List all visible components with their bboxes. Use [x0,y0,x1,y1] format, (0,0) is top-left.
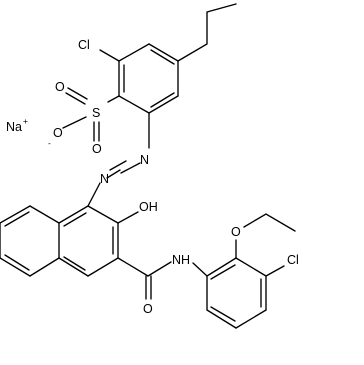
atom-label-amide-nh: NH [172,253,190,267]
bond-c-s [107,95,120,103]
bond-ring3-a [206,257,237,277]
bond-naph-r3 [87,257,119,277]
bond-nh-aryl [192,262,208,277]
atom-label-sodium: Na [6,120,22,134]
bond-c-oh [117,211,139,224]
bond-ring1-d-inner [150,92,175,108]
atom-label-oxygen-upper: O [55,80,65,94]
bond-azo-n2-c [120,162,141,174]
bond-ring1-d [148,95,179,114]
bond-naph-l2-inner [4,211,30,227]
atom-labels: Cl S O O O - Na + N N OH NH O O Cl [6,38,299,316]
atom-label-cl-bottom: Cl [287,253,299,267]
bond-ring1-e [118,95,150,114]
bond-ring3-e [206,309,237,329]
bond-ethoxy-chain [243,213,296,232]
bond-naph-r5 [58,205,89,224]
atom-label-anion-charge: - [48,138,51,148]
bond-s-o-anion [62,116,87,129]
bond-naph-l5 [29,257,60,277]
bond-c-cl-bottom [265,265,285,277]
bond-ring3-d [235,309,267,329]
bond-naph-r4-inner [63,256,86,271]
bond-ethyl [177,3,237,62]
atom-label-sodium-charge: + [23,116,28,126]
bond-naph-l1 [29,205,60,224]
atom-label-amide-o: O [143,302,153,316]
atom-label-azo-n1: N [100,172,109,186]
bond-naph-r4 [58,257,89,277]
bond-s-o-upper-a [67,87,88,100]
atom-label-cl-top: Cl [78,38,90,52]
bond-naph-r1 [87,205,119,224]
bond-ring3-b [235,257,267,277]
atom-label-ether-o: O [231,225,241,239]
bond-ring1-b-inner [150,49,175,65]
atom-label-hydroxyl: OH [139,200,158,214]
bond-c-carbonyl [117,257,149,277]
bond-naph-l2 [0,205,31,224]
atom-label-sulfur: S [92,106,100,120]
bond-azo-double-b [106,169,121,179]
atom-label-oxygen-lower: O [92,142,102,156]
bond-naph-l4-inner [4,254,30,271]
bond-ring1-b [148,43,179,62]
atom-label-oxygen-anion: O [53,126,63,140]
atom-label-azo-n2: N [140,153,149,167]
bond-ring3-e-inner [210,306,236,322]
bond-s-o-upper-b [65,92,86,105]
bond-ring1-a [118,43,150,62]
bond-azo-n1-c [87,182,101,207]
bond-naph-r5-inner [63,212,87,227]
bond-naph-l4 [0,257,31,277]
bond-ring3-a-inner [210,264,236,280]
bond-c-cl-top [99,49,120,62]
bond-lines [0,3,296,329]
bond-azo-double-a [109,160,127,171]
bond-carbonyl-nh [147,261,172,277]
